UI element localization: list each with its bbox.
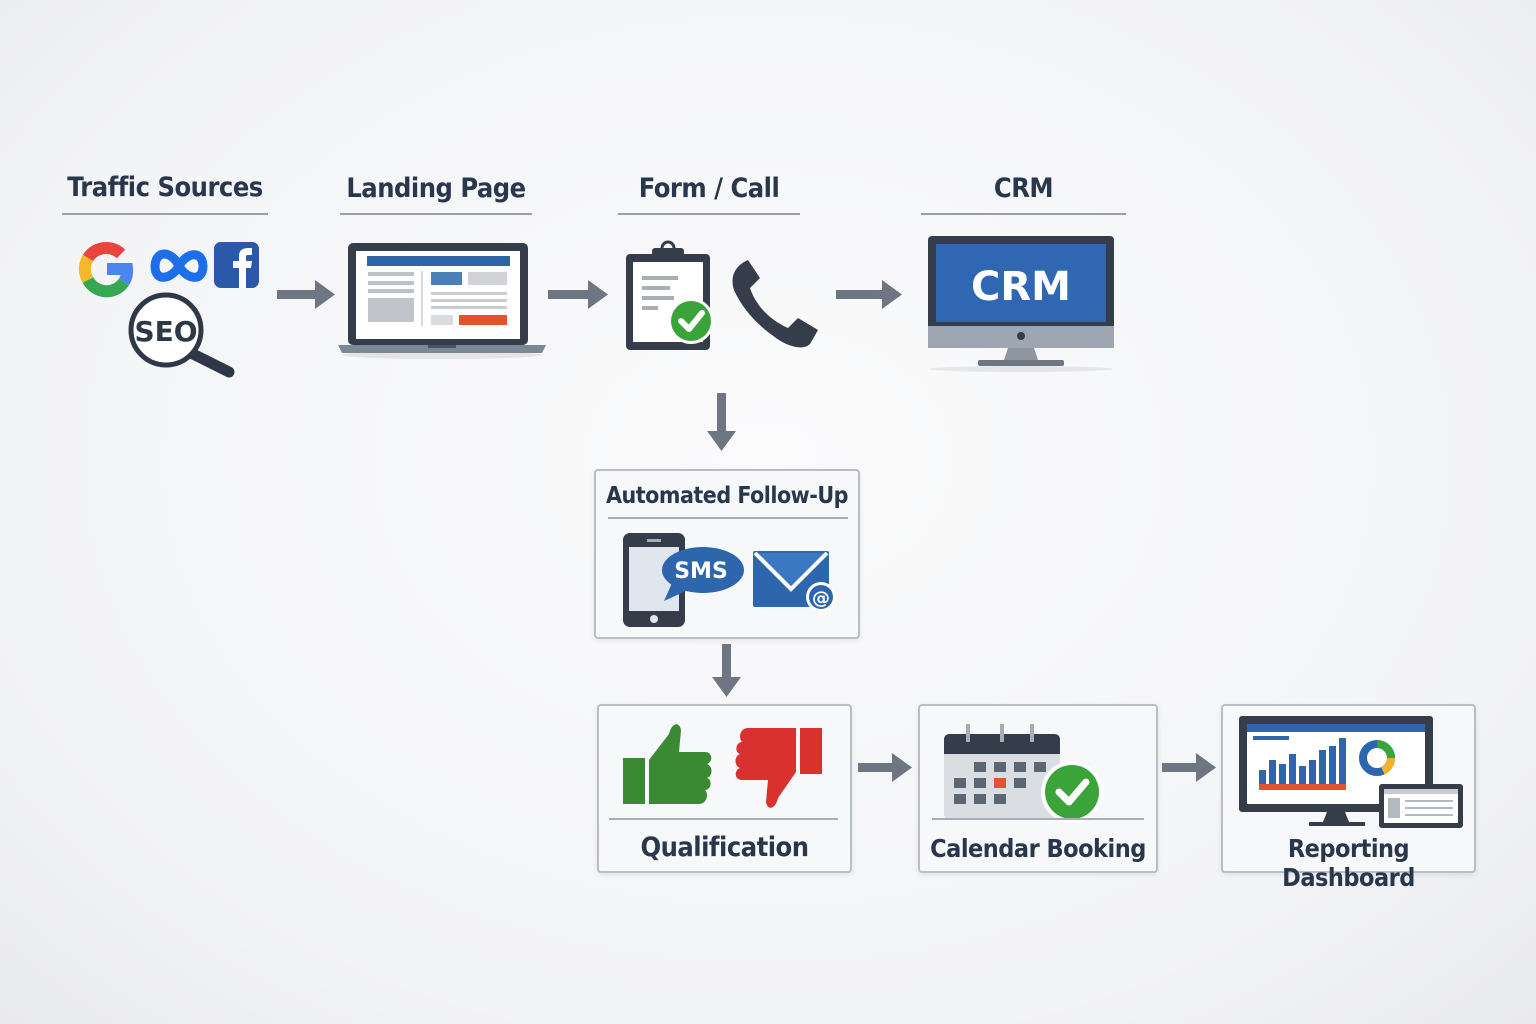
crm-title: CRM [993, 173, 1054, 204]
arrow-right [858, 753, 912, 782]
seo-magnifier-icon: SEO [128, 292, 235, 378]
email-icon: @ [753, 551, 836, 612]
google-icon [78, 241, 134, 298]
box-divider [609, 818, 838, 820]
phone-icon [732, 260, 818, 348]
clipboard-check-icon [626, 240, 714, 350]
thumbs-up-icon [623, 724, 712, 804]
follow-up-title: Automated Follow-Up [606, 483, 848, 509]
seo-text: SEO [134, 315, 197, 348]
calendar-booking-title: Calendar Booking [930, 834, 1146, 863]
arrow-down [707, 393, 736, 451]
arrow-down [712, 644, 741, 697]
title-underline [921, 213, 1126, 215]
dashboard-bars [1259, 738, 1346, 790]
calendar-icon [944, 724, 1060, 820]
calendar-booking-box: Calendar Booking [918, 704, 1158, 873]
reporting-dashboard-title: Reporting Dashboard [1282, 834, 1415, 892]
smartphone-icon [623, 533, 685, 627]
crm-screen-text: CRM [971, 264, 1071, 310]
reporting-dashboard-box: Reporting Dashboard [1221, 704, 1476, 892]
arrow-right [836, 280, 902, 309]
box-divider [608, 517, 848, 519]
meta-icon [150, 249, 208, 282]
monitor-icon: CRM [928, 236, 1114, 372]
box-divider [932, 818, 1144, 820]
arrow-right [277, 280, 335, 309]
sms-text: SMS [674, 559, 728, 584]
thumbs-down-icon [735, 728, 822, 808]
form-call-title: Form / Call [638, 173, 780, 204]
qualification-box: Qualification [597, 704, 852, 873]
arrow-right [548, 280, 608, 309]
title-underline [62, 213, 268, 215]
traffic-sources-title: Traffic Sources [67, 172, 263, 203]
svg-text:@: @ [812, 588, 830, 609]
dashboard-monitor-icon [1239, 716, 1463, 828]
title-underline [340, 213, 532, 215]
follow-up-box: Automated Follow-Up SMS @ [594, 469, 860, 639]
sms-bubble-icon: SMS [662, 547, 744, 601]
check-icon [1041, 761, 1103, 823]
qualification-title: Qualification [640, 832, 809, 863]
laptop-icon [338, 243, 546, 359]
arrow-right [1162, 753, 1216, 782]
title-underline [618, 213, 800, 215]
landing-page-title: Landing Page [346, 173, 526, 204]
facebook-icon [214, 242, 259, 288]
